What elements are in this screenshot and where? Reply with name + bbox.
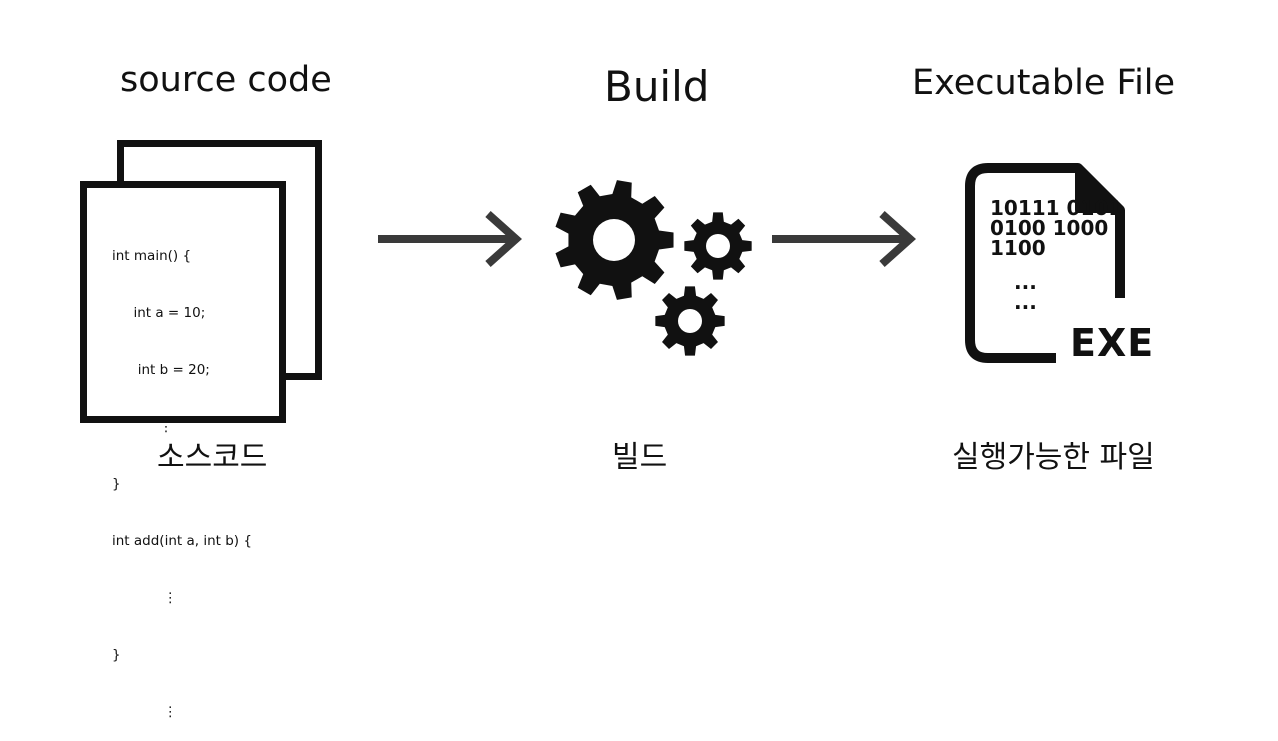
code-line: } (112, 647, 121, 663)
build-caption: 빌드 (612, 440, 668, 475)
gear-hole (678, 309, 702, 333)
source-code-caption: 소스코드 (157, 440, 268, 475)
gear-hole (706, 234, 730, 258)
ellipsis: ... (1014, 290, 1037, 314)
source-code-block: int main() { int a = 10; int b = 20; ⋮ }… (112, 209, 252, 741)
executable-file-title: Executable File (912, 63, 1176, 103)
code-line: ⋮ (112, 590, 177, 606)
code-line: int b = 20; (112, 362, 210, 378)
code-line: int main() { (112, 248, 192, 264)
binary-line: 10111 0101 (990, 196, 1123, 220)
exe-badge: EXE (1070, 321, 1155, 365)
code-line: int a = 10; (112, 305, 206, 321)
right-arrow-icon (378, 211, 523, 267)
code-line: ⋮ (112, 419, 173, 435)
source-code-title: source code (120, 60, 332, 100)
exe-file-icon (965, 163, 1125, 363)
code-line: ⋮ (112, 704, 177, 720)
code-line: int add(int a, int b) { (112, 533, 252, 549)
source-page-front (80, 181, 286, 423)
build-title: Build (604, 62, 710, 111)
gear-hole (593, 219, 635, 261)
code-line: } (112, 476, 121, 492)
binary-line: 0100 1000 (990, 216, 1109, 240)
executable-caption: 실행가능한 파일 (952, 440, 1155, 475)
binary-line: 1100 (990, 236, 1046, 260)
gears-icon (555, 180, 752, 356)
ellipsis: ... (1014, 270, 1037, 294)
right-arrow-icon (772, 211, 917, 267)
